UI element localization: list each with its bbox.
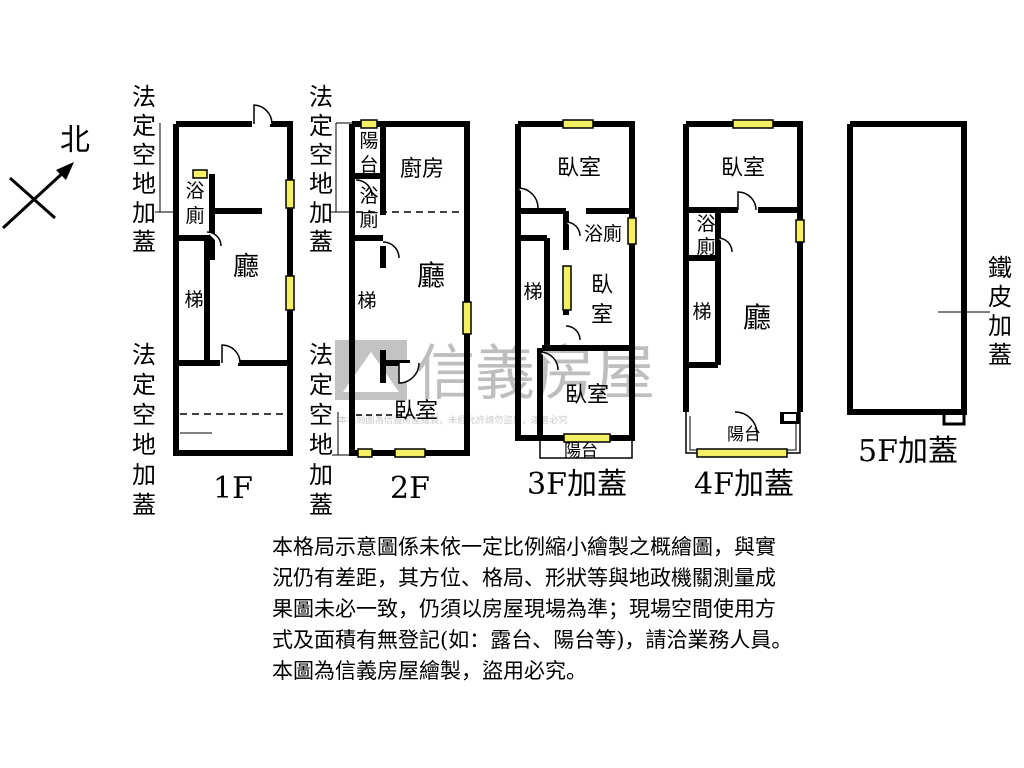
disclaimer: 本格局示意圖係未依一定比例縮小繪製之概繪圖，與實 況仍有差距，其方位、格局、形狀… [272,532,912,687]
floor-2f-label: 2F [390,471,430,506]
floor-2f-doors [355,179,420,384]
disclaimer-line: 況仍有差距，其方位、格局、形狀等與地政機關測量成 [272,566,776,590]
window-icon [360,119,378,129]
floor-2f [349,119,472,458]
floor-2f-labels: 陽 台 廚房 浴 廁 廳 梯 臥室 2F [357,130,445,506]
label-legal-open-space-2f-bottom: 法定空地加蓋 [309,341,333,519]
room-3f-stairs: 梯 [523,281,542,303]
window-icon [285,275,295,311]
room-3f-bedroom-bottom: 臥室 [565,383,609,408]
floor-3f-labels: 臥室 浴廁 梯 臥 室 臥室 陽台 3F加蓋 [523,156,626,502]
window-icon [394,448,426,458]
room-2f-bedroom: 臥室 [394,399,438,424]
dimension-lines [155,122,990,456]
window-icon [563,433,611,443]
disclaimer-line: 本圖為信義房屋繪製，盜用必究。 [272,659,587,683]
side-labels: 法定空地加蓋 法定空地加蓋 法定空地加蓋 法定空地加蓋 鐵皮加蓋 [132,83,1012,519]
floor-3f [515,119,637,459]
window-icon [732,119,774,129]
window-icon [696,448,788,458]
window-icon [192,169,208,179]
disclaimer-line: 果圖未必一致，仍須以房屋現場為準；現場空間使用方 [272,597,776,621]
floor-4f [683,119,805,458]
room-4f-living: 廳 [743,301,771,334]
window-icon [795,219,805,243]
window-icon [462,301,472,335]
compass-cross [9,176,56,220]
window-icon [285,179,295,209]
room-3f-bedroom-mid-1: 臥 [591,273,613,298]
label-legal-open-space-1f-bottom: 法定空地加蓋 [132,341,156,519]
floor-1f-doors [206,104,273,368]
room-1f-bath-1: 浴 [185,180,204,202]
room-3f-balcony: 陽台 [564,441,598,461]
compass: 北 [1,123,90,230]
room-2f-balcony-2: 台 [359,154,378,176]
window-icon [627,217,637,245]
room-3f-bedroom-top: 臥室 [557,156,601,181]
floor-1f [173,104,295,456]
room-4f-bath-1: 浴 [696,213,715,235]
room-1f-bath-2: 廁 [185,204,204,227]
room-2f-living: 廳 [417,259,445,292]
label-legal-open-space-1f-top: 法定空地加蓋 [132,83,156,256]
floor-2f-walls [349,121,470,456]
label-iron-roof: 鐵皮加蓋 [988,254,1012,369]
compass-north-label: 北 [60,123,90,158]
room-1f-living: 廳 [233,252,259,282]
floor-5f [847,121,967,426]
floor-1f-label: 1F [213,471,253,506]
room-4f-stairs: 梯 [692,301,711,323]
room-2f-kitchen: 廚房 [400,157,444,182]
floor-5f-label: 5F加蓋 [858,434,958,469]
watermark-notice: 本格局圖為信義房屋繪製，未經允許請勿盜用，違者必究 [338,414,568,426]
floor-4f-walls [683,121,803,412]
floor-4f-labels: 臥室 浴 廁 梯 廳 陽台 4F加蓋 [692,156,793,502]
floor-4f-doors [717,191,758,435]
room-2f-stairs: 梯 [357,290,376,312]
compass-arrow-head-icon [56,162,74,180]
label-legal-open-space-2f-top: 法定空地加蓋 [309,83,333,256]
window-icon [562,119,594,129]
window-icon [562,265,572,311]
window-icon [357,448,373,458]
room-4f-bath-2: 廁 [696,235,715,258]
room-2f-balcony-1: 陽 [359,130,378,152]
disclaimer-line: 本格局示意圖係未依一定比例縮小繪製之概繪圖，與實 [272,535,776,559]
room-4f-bedroom: 臥室 [721,156,765,181]
floor-1f-labels: 浴 廁 廳 梯 1F [184,180,259,506]
floor-4f-label: 4F加蓋 [694,467,794,502]
floor-3f-label: 3F加蓋 [527,467,627,502]
room-4f-balcony: 陽台 [727,425,761,445]
room-3f-bedroom-mid-2: 室 [591,303,613,328]
disclaimer-line: 式及面積有無登記(如：露台、陽台等)，請洽業務人員。 [272,628,793,652]
room-3f-bath: 浴廁 [584,222,622,245]
floor-3f-doors [517,187,581,371]
room-1f-stairs: 梯 [184,289,203,311]
room-2f-bath-1: 浴 [359,185,378,207]
room-2f-bath-2: 廁 [359,208,378,231]
